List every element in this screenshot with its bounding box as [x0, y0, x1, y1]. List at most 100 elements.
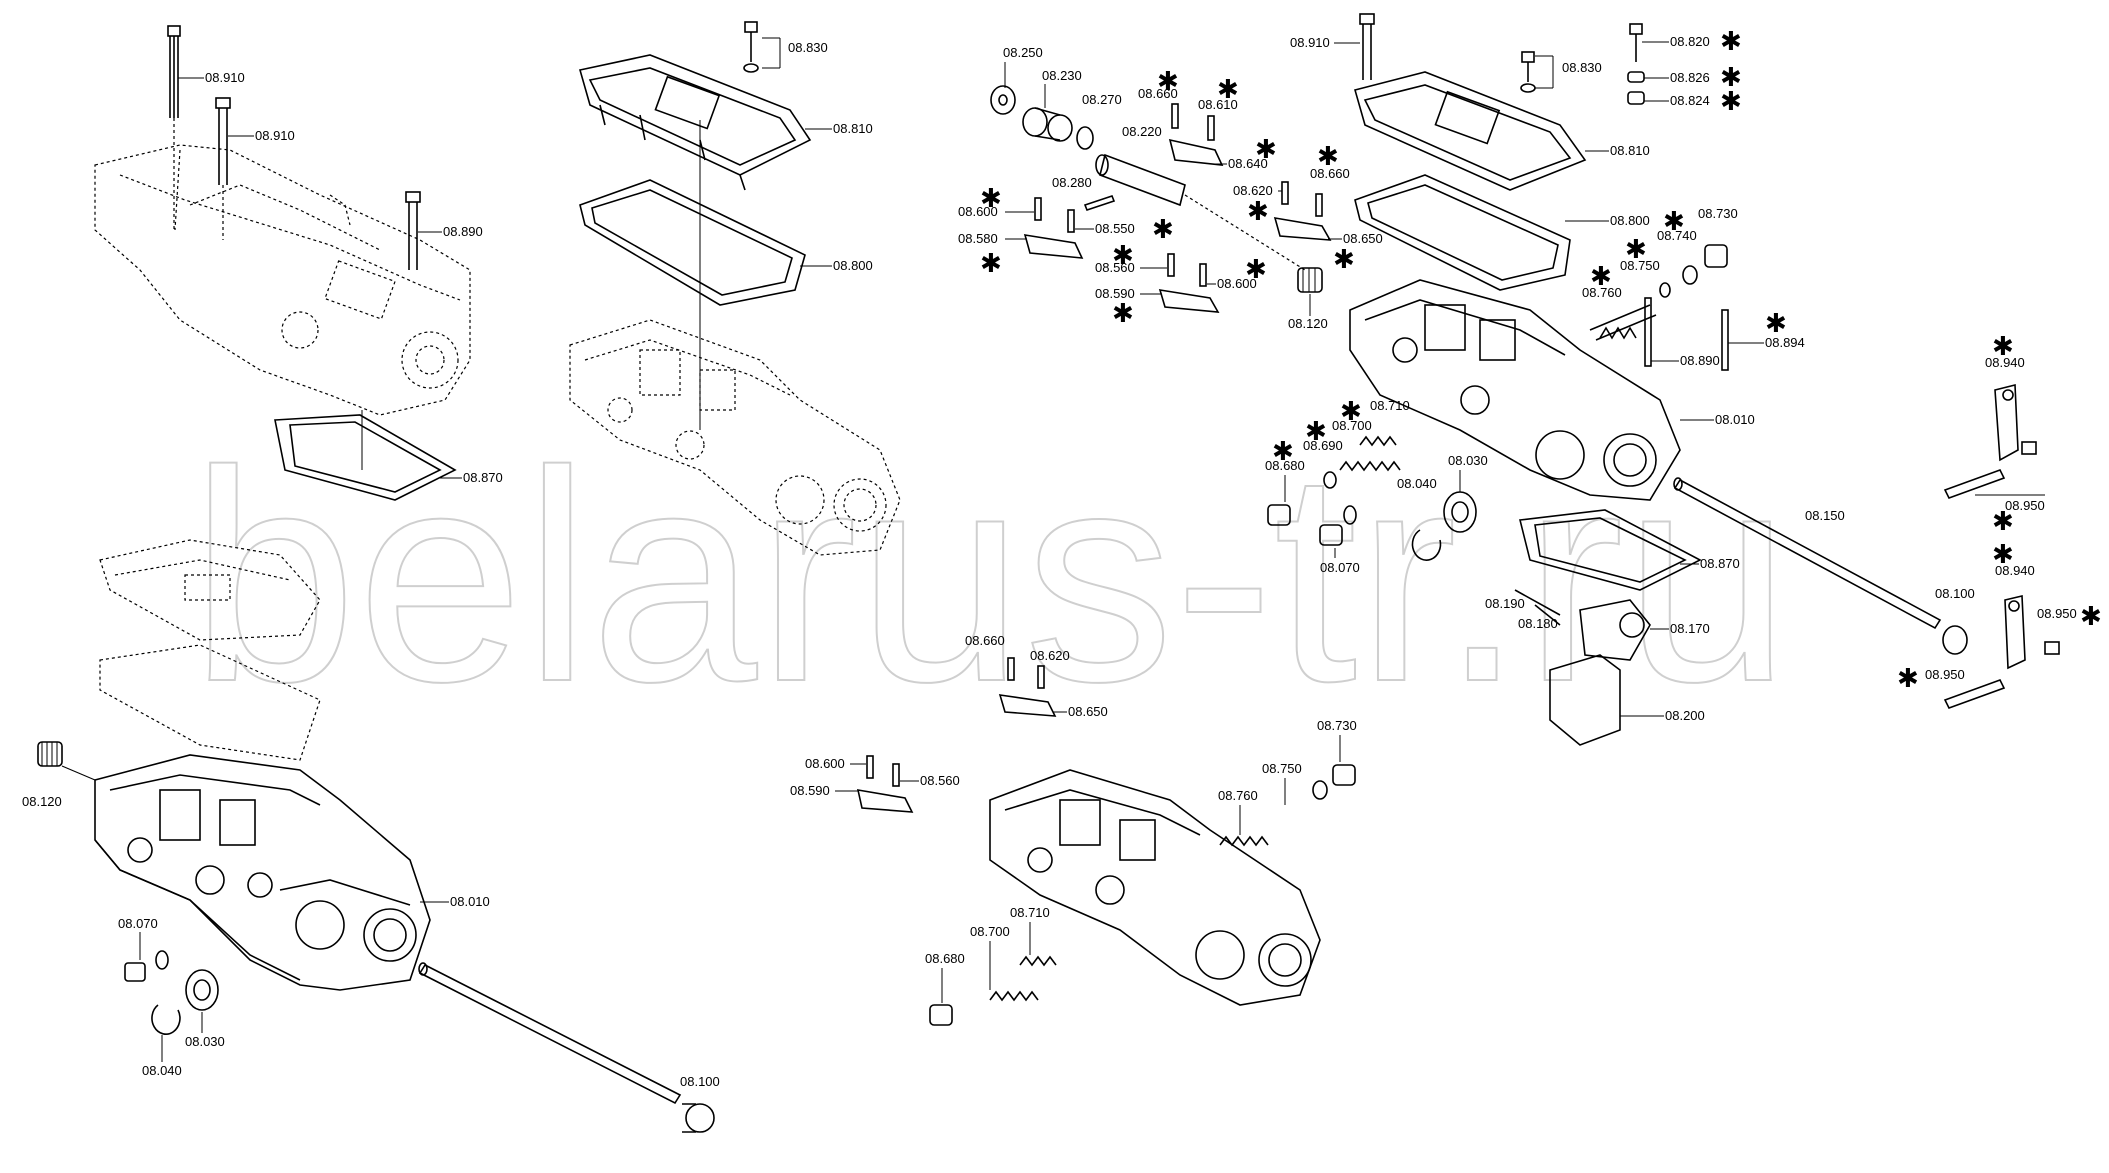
bushing-08230	[1022, 107, 1073, 142]
housing-08010-mid	[569, 319, 901, 556]
label-08120-top: 08.120	[1288, 316, 1328, 331]
label-08910-right: 08.910	[1290, 35, 1330, 50]
label-08824: 08.824	[1670, 93, 1710, 108]
shaft-08150-left	[418, 962, 682, 1105]
label-08010-right: 08.010	[1715, 412, 1755, 427]
gear-08030-left	[185, 969, 219, 1011]
housing-08010-bottom	[989, 769, 1321, 1006]
label-08580: 08.580	[958, 231, 998, 246]
label-08810-mid: 08.810	[833, 121, 873, 136]
label-08620-top: 08.620	[1233, 183, 1273, 198]
label-08680-mid: 08.680	[925, 951, 965, 966]
label-08590-top: 08.590	[1095, 286, 1135, 301]
label-08200: 08.200	[1665, 708, 1705, 723]
label-08600-a: 08.600	[958, 204, 998, 219]
label-08170: 08.170	[1670, 621, 1710, 636]
label-08100-right: 08.100	[1935, 586, 1975, 601]
label-08740: 08.740	[1657, 228, 1697, 243]
label-08230: 08.230	[1042, 68, 1082, 83]
label-08750-mid: 08.750	[1262, 761, 1302, 776]
gasket-08870-left	[274, 410, 457, 501]
plug-08070-left	[124, 950, 169, 982]
cover-08810-mid	[578, 54, 812, 191]
label-08590-mid: 08.590	[790, 783, 830, 798]
asterisk: ✱	[1305, 417, 1327, 447]
plate-08650-mid	[998, 657, 1057, 717]
asterisk: ✱	[1112, 299, 1134, 329]
label-08760-mid: 08.760	[1218, 788, 1258, 803]
asterisk: ✱	[1992, 540, 2014, 570]
label-08070-right: 08.070	[1320, 560, 1360, 575]
pin-08280	[1083, 195, 1116, 211]
label-08830-mid: 08.830	[788, 40, 828, 55]
bolt-08910-a	[167, 25, 181, 230]
lever-08940-top	[1943, 383, 2037, 499]
plate-08590-top	[1158, 253, 1220, 313]
label-08560-top: 08.560	[1095, 260, 1135, 275]
label-08030-left: 08.030	[185, 1034, 225, 1049]
label-08190: 08.190	[1485, 596, 1525, 611]
label-08660-mid: 08.660	[965, 633, 1005, 648]
pins-08660-08610	[1168, 103, 1224, 166]
label-08070-left: 08.070	[118, 916, 158, 931]
bolt-08890	[405, 191, 421, 270]
label-08030-right: 08.030	[1448, 453, 1488, 468]
fork-08170-08200	[1514, 589, 1651, 746]
upper-housing-left	[94, 144, 471, 416]
ring-08270	[1076, 126, 1094, 150]
label-08690: 08.690	[1303, 438, 1343, 453]
bushing-08100-left	[682, 1103, 715, 1133]
ring-08040-left	[151, 1004, 181, 1035]
label-08760-right: 08.760	[1582, 285, 1622, 300]
gasket-08800-right	[1354, 174, 1571, 291]
asterisk: ✱	[1765, 309, 1787, 339]
label-08550: 08.550	[1095, 221, 1135, 236]
label-08680-right: 08.680	[1265, 458, 1305, 473]
springs-plugs-right	[1267, 435, 1477, 561]
valve-parts-right	[1589, 244, 1729, 371]
plate-08650-top	[1273, 181, 1332, 241]
label-08830-right: 08.830	[1562, 60, 1602, 75]
label-08560-mid: 08.560	[920, 773, 960, 788]
bolt-08910-b	[215, 97, 231, 240]
label-08250: 08.250	[1003, 45, 1043, 60]
asterisk: ✱	[1992, 507, 2014, 537]
plate-08580	[1023, 197, 1084, 259]
label-08810-right: 08.810	[1610, 143, 1650, 158]
label-08940-bottom: 08.940	[1995, 563, 2035, 578]
label-08950-bottom: 08.950	[1925, 667, 1965, 682]
asterisk: ✱	[1333, 245, 1355, 275]
label-08710-right: 08.710	[1370, 398, 1410, 413]
asterisk: ✱	[1897, 664, 1919, 694]
valve-parts-bottom	[929, 764, 1356, 1026]
label-08620-mid: 08.620	[1030, 648, 1070, 663]
label-08600-mid: 08.600	[805, 756, 845, 771]
asterisk: ✱	[1317, 142, 1339, 172]
shaft-08220	[1095, 153, 1306, 271]
asterisk: ✱	[1245, 255, 1267, 285]
pinion-08120-top	[1297, 267, 1323, 293]
label-08270: 08.270	[1082, 92, 1122, 107]
bolt-08820	[1627, 23, 1645, 105]
asterisk: ✱	[1625, 235, 1647, 265]
label-08700-mid: 08.700	[970, 924, 1010, 939]
label-08800-right: 08.800	[1610, 213, 1650, 228]
housing-08010-left	[94, 754, 431, 991]
label-08040-left: 08.040	[142, 1063, 182, 1078]
label-08940-top: 08.940	[1985, 355, 2025, 370]
label-08950-top: 08.950	[2005, 498, 2045, 513]
label-08730-mid: 08.730	[1317, 718, 1357, 733]
asterisk: ✱	[980, 249, 1002, 279]
cover-lower-left	[99, 539, 321, 761]
label-08870-left: 08.870	[463, 470, 503, 485]
gasket-08870-right	[1519, 509, 1702, 591]
bolt-08830-mid	[743, 21, 759, 73]
asterisk: ✱	[1217, 75, 1239, 105]
asterisk: ✱	[1247, 197, 1269, 227]
label-08100-left: 08.100	[680, 1074, 720, 1089]
label-08660-b: 08.660	[1310, 166, 1350, 181]
label-08710-mid: 08.710	[1010, 905, 1050, 920]
washer-08250	[990, 85, 1016, 115]
label-08826: 08.826	[1670, 70, 1710, 85]
cover-08810-right	[1354, 71, 1587, 191]
